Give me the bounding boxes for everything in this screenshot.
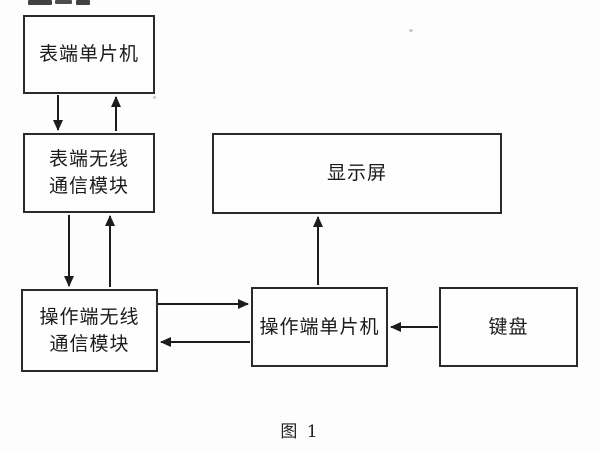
scan-artifact xyxy=(28,0,52,5)
scan-artifact xyxy=(55,0,72,4)
scan-artifact xyxy=(76,0,90,5)
noise-speck xyxy=(153,96,156,99)
figure-caption: 图 1 xyxy=(280,422,320,442)
node-meter-wireless-module: 表端无线 通信模块 xyxy=(23,133,155,213)
node-operator-mcu: 操作端单片机 xyxy=(251,287,388,367)
node-display-screen: 显示屏 xyxy=(212,133,502,214)
node-keyboard: 键盘 xyxy=(439,287,578,367)
noise-speck xyxy=(409,29,413,32)
node-meter-mcu: 表端单片机 xyxy=(23,15,155,94)
node-operator-wireless-module: 操作端无线 通信模块 xyxy=(21,289,158,372)
